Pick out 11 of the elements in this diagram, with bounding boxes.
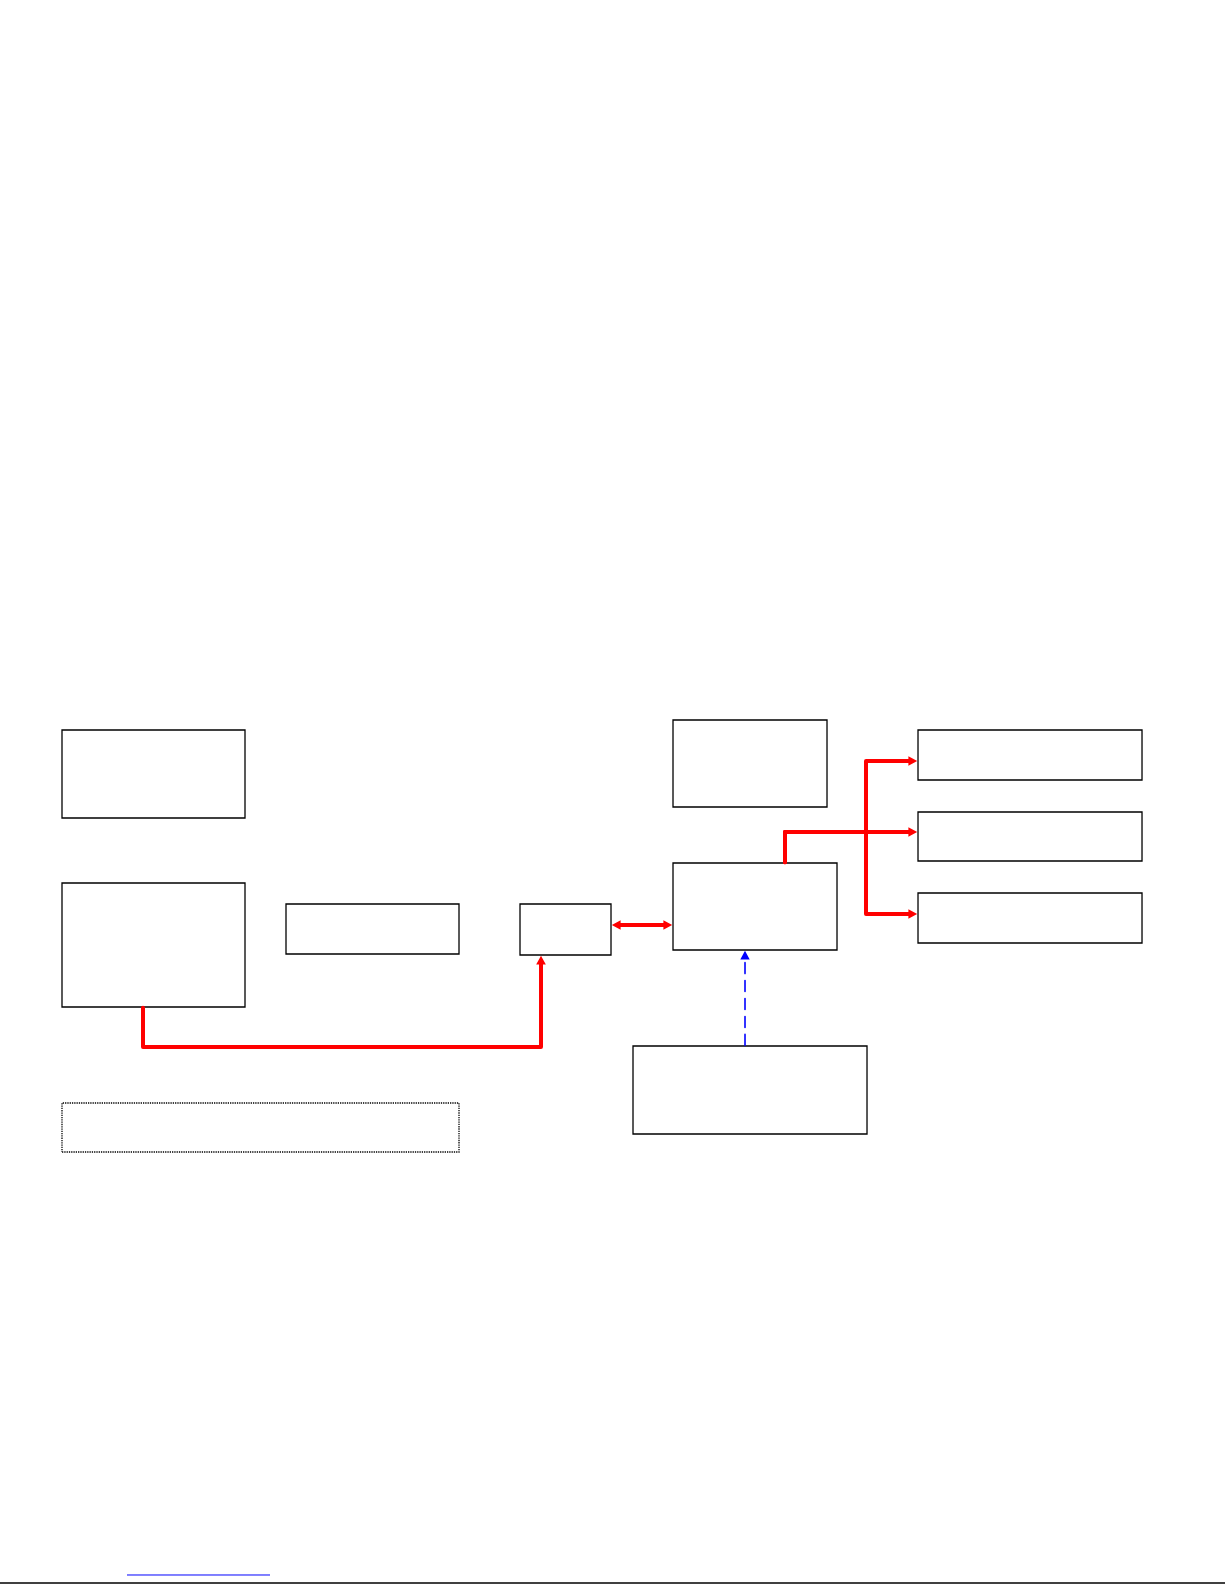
box — [285, 903, 460, 955]
box — [917, 811, 1143, 862]
box — [917, 892, 1143, 944]
box — [61, 882, 246, 1008]
box — [672, 719, 828, 808]
box — [632, 1045, 868, 1135]
box — [672, 862, 838, 951]
box — [917, 729, 1143, 781]
box — [61, 729, 246, 819]
dotted-box — [61, 1102, 460, 1153]
box — [519, 903, 612, 956]
